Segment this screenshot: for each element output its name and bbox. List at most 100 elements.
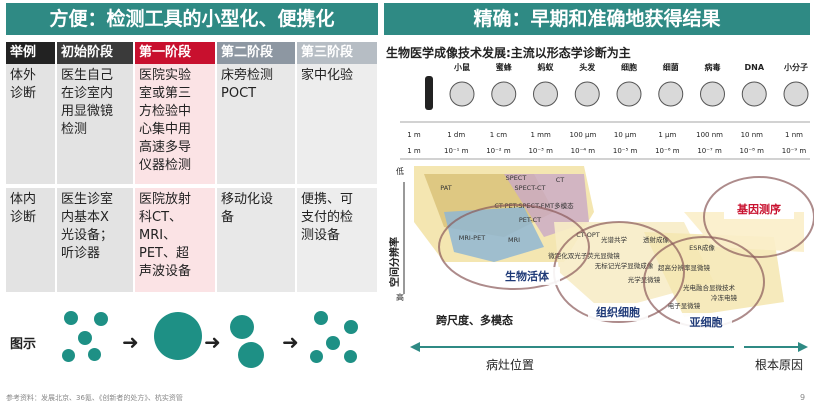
subcell-label: 亚细胞 <box>690 315 723 329</box>
subcell-callout-box <box>680 313 732 331</box>
lesion-location-label: 病灶位置 <box>486 357 534 372</box>
scale-tick-label: 10 nm <box>741 131 764 139</box>
scale-tick-label: 1 cm <box>490 131 508 139</box>
tissue-label: 组织细胞 <box>596 305 640 319</box>
scale-exp-label: 10⁻⁵ m <box>613 147 638 155</box>
organism-3-icon <box>574 81 600 107</box>
organism-7-icon <box>741 81 767 107</box>
header-stage-two: 第二阶段 <box>216 42 297 64</box>
scale-exp-label: 10⁻⁷ m <box>697 147 722 155</box>
ct-region <box>504 174 589 237</box>
technique-label: SPECT-CT <box>515 184 546 192</box>
scale-exp-label: 10⁻² m <box>486 147 511 155</box>
technique-label: CT-OPT <box>576 231 599 239</box>
arrow-right-icon: ➜ <box>282 330 299 354</box>
organism-0-icon <box>449 81 475 107</box>
scale-tick-label: 1 m <box>407 131 421 139</box>
table-cell: 医院放射科CT、MRI、PET、超声波设备 <box>133 186 217 292</box>
gene-callout-box <box>724 199 794 219</box>
technique-label: 光电融合显微技术 <box>683 283 736 292</box>
scale-tick-label: 1 mm <box>531 131 551 139</box>
technique-label: SPECT <box>506 174 527 182</box>
organism-label: 蜜蜂 <box>496 62 513 72</box>
scale-tick-label: 100 μm <box>569 131 596 139</box>
dot-icon <box>62 349 75 362</box>
technique-label: 无标记光学显微成像 <box>595 261 654 270</box>
dot-icon <box>344 350 357 363</box>
y-low-label: 低 <box>396 166 404 176</box>
y-high-label: 高 <box>396 292 404 302</box>
left-section-banner: 方便：检测工具的小型化、便携化 <box>6 3 378 35</box>
table-row: 体外诊断 医生自己在诊室内用显微镜检测 医院实验室或第三方检验中心集中用高速多导… <box>6 64 379 188</box>
scale-tick-label: 1 dm <box>447 131 465 139</box>
organism-5-icon <box>658 81 684 107</box>
dot-icon <box>88 348 101 361</box>
table-cell: 家中化验 <box>296 64 379 188</box>
organism-label: 小鼠 <box>453 62 470 72</box>
gene-region <box>684 212 804 252</box>
scale-exp-label: 10⁻⁸ m <box>740 147 765 155</box>
root-cause-label: 根本原因 <box>755 358 803 372</box>
organism-2-icon <box>533 81 558 107</box>
dot-icon <box>78 331 92 345</box>
arrow-right-head-icon <box>798 342 808 352</box>
dot-icon <box>238 342 264 368</box>
organism-label: 蚂蚁 <box>538 62 555 72</box>
arrow-right-icon: ➜ <box>204 330 221 354</box>
organism-icons <box>425 76 809 110</box>
dot-icon <box>310 350 323 363</box>
page-number: 9 <box>800 393 806 402</box>
dot-icon <box>64 311 78 325</box>
technique-label: ESR成像 <box>689 243 715 252</box>
organism-8-icon <box>783 81 809 107</box>
scale-exp-label: 10⁻¹ m <box>444 147 469 155</box>
imaging-chart-title: 生物医学成像技术发展:主流以形态学诊断为主 <box>386 46 631 60</box>
row-label-in-vitro: 体外诊断 <box>6 64 57 188</box>
table-cell: 医生自己在诊室内用显微镜检测 <box>56 64 135 188</box>
organism-6-icon <box>700 81 725 107</box>
header-stage-three: 第三阶段 <box>296 42 379 64</box>
human-icon <box>425 76 433 110</box>
dot-icon <box>94 312 108 326</box>
table-cell: 移动化设备 <box>216 186 297 292</box>
tissue-callout-box <box>588 303 648 321</box>
illustration-label: 图示 <box>10 337 37 352</box>
technique-label: 冷冻电镜 <box>711 293 738 302</box>
scale-exp-label: 10⁻⁴ m <box>571 147 596 155</box>
header-initial-stage: 初始阶段 <box>56 42 135 64</box>
scale-exp-label: 1 m <box>407 147 421 155</box>
scale-exp-label: 10⁻⁶ m <box>655 147 680 155</box>
technique-label: 透射成像 <box>643 235 670 244</box>
technique-label: 电子显微镜 <box>668 301 701 310</box>
dot-icon <box>314 311 328 325</box>
table-cell: 便携、可支付的检测设备 <box>296 186 379 292</box>
organism-circle <box>438 204 590 290</box>
y-axis-label: 空间分辨率 <box>388 237 401 287</box>
header-stage-one: 第一阶段 <box>134 42 217 64</box>
technique-label: PET-CT <box>519 216 541 224</box>
header-example: 举例 <box>6 42 57 64</box>
organism-label: 小分子 <box>783 62 808 72</box>
mri-region <box>444 207 544 262</box>
gene-circle <box>703 176 814 258</box>
arrow-right-icon: ➜ <box>122 330 139 354</box>
organism-1-icon <box>491 81 517 107</box>
scale-tick-label: 1 nm <box>785 131 803 139</box>
organism-label: 生物活体 <box>505 269 550 283</box>
organism-4-icon <box>616 81 642 107</box>
table-header-row: 举例 初始阶段 第一阶段 第二阶段 第三阶段 <box>6 42 379 64</box>
arrow-left-icon <box>410 342 420 352</box>
right-section-banner: 精确：早期和准确地获得结果 <box>384 3 810 35</box>
scale-tick-label: 10 μm <box>614 131 637 139</box>
diagnosis-stage-table: 举例 初始阶段 第一阶段 第二阶段 第三阶段 体外诊断 医生自己在诊室内用显微镜… <box>6 42 379 292</box>
organism-label: DNA <box>744 63 764 72</box>
dot-icon <box>326 336 340 350</box>
scale-tick-label: 1 μm <box>658 131 676 139</box>
